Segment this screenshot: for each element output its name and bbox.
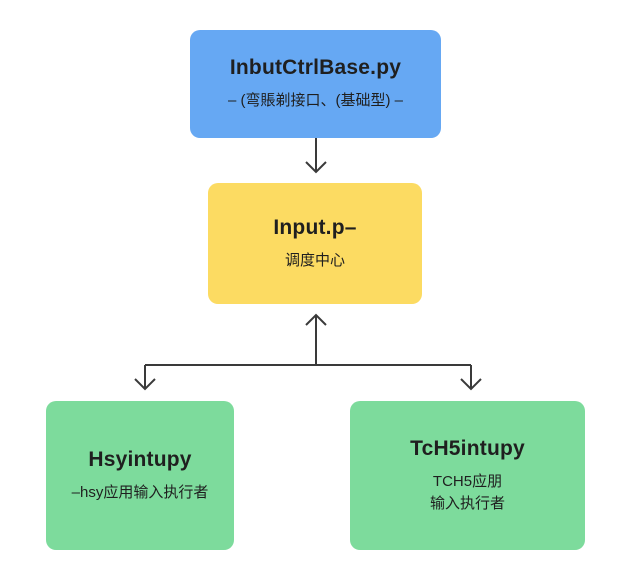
node-subtitle: – (弯賬剃接口、(基础型) – <box>227 92 403 109</box>
node-hsyintupy: Hsyintupy –hsy应用输入执行者 <box>46 401 234 550</box>
node-inbutctrlbase: InbutCtrlBase.py – (弯賬剃接口、(基础型) – <box>190 30 441 138</box>
edge-to-tch <box>460 365 482 391</box>
node-subtitle: –hsy应用输入执行者 <box>71 483 209 501</box>
node-title: TcH5intupy <box>410 436 525 460</box>
node-subtitle-line-2: 输入执行者 <box>429 494 505 512</box>
node-subtitle-line-1: TCH5应朋 <box>432 472 503 490</box>
node-subtitle: 调度中心 <box>284 251 345 269</box>
node-input: Input.p– 调度中心 <box>208 183 422 304</box>
edge-base-to-input <box>305 138 327 174</box>
node-title: Hsyintupy <box>88 447 192 471</box>
node-title: InbutCtrlBase.py <box>229 56 402 79</box>
edge-to-hsy <box>134 365 156 391</box>
node-title: Input.p– <box>273 215 357 239</box>
node-subtitle: TCH5应朋 输入执行者 <box>430 471 505 515</box>
node-tch5intupy: TcH5intupy TCH5应朋 输入执行者 <box>350 401 585 550</box>
edge-input-branch <box>145 313 471 366</box>
